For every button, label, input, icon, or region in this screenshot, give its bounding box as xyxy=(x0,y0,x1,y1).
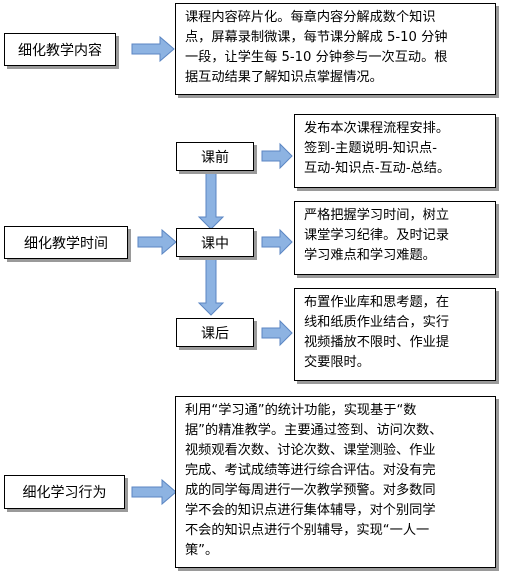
description-line: 签到-主题说明-知识点- xyxy=(304,141,437,156)
arrow-before-to-description xyxy=(261,142,293,170)
description-line: 点，屏幕录制微课，每节课分解成 5-10 分钟 xyxy=(185,30,448,45)
arrow-behavior-to-description xyxy=(131,478,177,506)
description-line: 据互动结果了解知识点掌握情况。 xyxy=(185,70,383,85)
description-line: 据”的精准教学。主要通过签到、访问次数、 xyxy=(185,423,443,438)
arrow-after-to-description xyxy=(261,319,293,347)
phase-before-class: 课前 xyxy=(176,142,254,171)
phase-in-class-text: 课中 xyxy=(201,235,229,252)
teaching-content-description: 课程内容碎片化。每章内容分解成数个知识 点，屏幕录制微课，每节课分解成 5-10… xyxy=(175,3,496,95)
teaching-time-label-text: 细化教学时间 xyxy=(24,235,108,252)
arrow-in-to-description xyxy=(261,228,293,256)
phase-in-class: 课中 xyxy=(176,228,254,257)
description-line: 课堂学习纪律。及时记录 xyxy=(304,228,450,243)
learning-behavior-label-text: 细化学习行为 xyxy=(22,485,107,501)
after-class-description: 布置作业库和思考题，在 线和纸质作业结合，实行 视频播放不限时、作业提 交要限时… xyxy=(294,288,496,381)
teaching-content-label-text: 细化教学内容 xyxy=(18,42,102,59)
description-line: 交要限时。 xyxy=(304,355,370,370)
description-line: 发布本次课程流程安排。 xyxy=(304,121,450,136)
teaching-time-label: 细化教学时间 xyxy=(4,226,128,259)
description-line: 成的同学每周进行一次教学预警。对多数同 xyxy=(185,483,436,498)
description-line: 不会的知识点进行个别辅导，实现“一人一 xyxy=(185,523,430,538)
arrow-before-to-in xyxy=(197,171,225,230)
description-line: 严格把握学习时间，树立 xyxy=(304,208,450,223)
description-line: 互动-知识点-互动-总结。 xyxy=(304,161,451,176)
learning-behavior-description: 利用“学习通”的统计功能，实现基于“数 据”的精准教学。主要通过签到、访问次数、… xyxy=(175,396,496,568)
description-line: 策”。 xyxy=(185,543,219,558)
in-class-description: 严格把握学习时间，树立 课堂学习纪律。及时记录 学习难点和学习难题。 xyxy=(294,201,496,275)
phase-after-class: 课后 xyxy=(176,318,254,347)
description-line: 线和纸质作业结合，实行 xyxy=(304,315,450,330)
description-line: 学习难点和学习难题。 xyxy=(304,248,436,263)
arrow-content-to-description xyxy=(131,35,175,63)
arrow-in-to-after xyxy=(197,256,225,316)
learning-behavior-label: 细化学习行为 xyxy=(4,475,125,509)
description-line: 视频播放不限时、作业提 xyxy=(304,335,450,350)
description-line: 学不会的知识点进行集体辅导，对个别同学 xyxy=(185,503,436,518)
phase-before-class-text: 课前 xyxy=(201,149,229,166)
teaching-content-label: 细化教学内容 xyxy=(4,33,116,66)
description-line: 利用“学习通”的统计功能，实现基于“数 xyxy=(185,403,417,418)
description-line: 布置作业库和思考题，在 xyxy=(304,295,450,310)
description-line: 课程内容碎片化。每章内容分解成数个知识 xyxy=(185,10,436,25)
before-class-description: 发布本次课程流程安排。 签到-主题说明-知识点- 互动-知识点-互动-总结。 xyxy=(294,114,496,188)
description-line: 完成、考试成绩等进行综合评估。对没有完 xyxy=(185,463,436,478)
phase-after-class-text: 课后 xyxy=(201,325,229,342)
description-line: 一段，让学生每 5-10 分钟参与一次互动。根 xyxy=(185,50,448,65)
description-line: 视频观看次数、讨论次数、课堂测验、作业 xyxy=(185,443,436,458)
arrow-time-to-in-class xyxy=(137,228,177,256)
